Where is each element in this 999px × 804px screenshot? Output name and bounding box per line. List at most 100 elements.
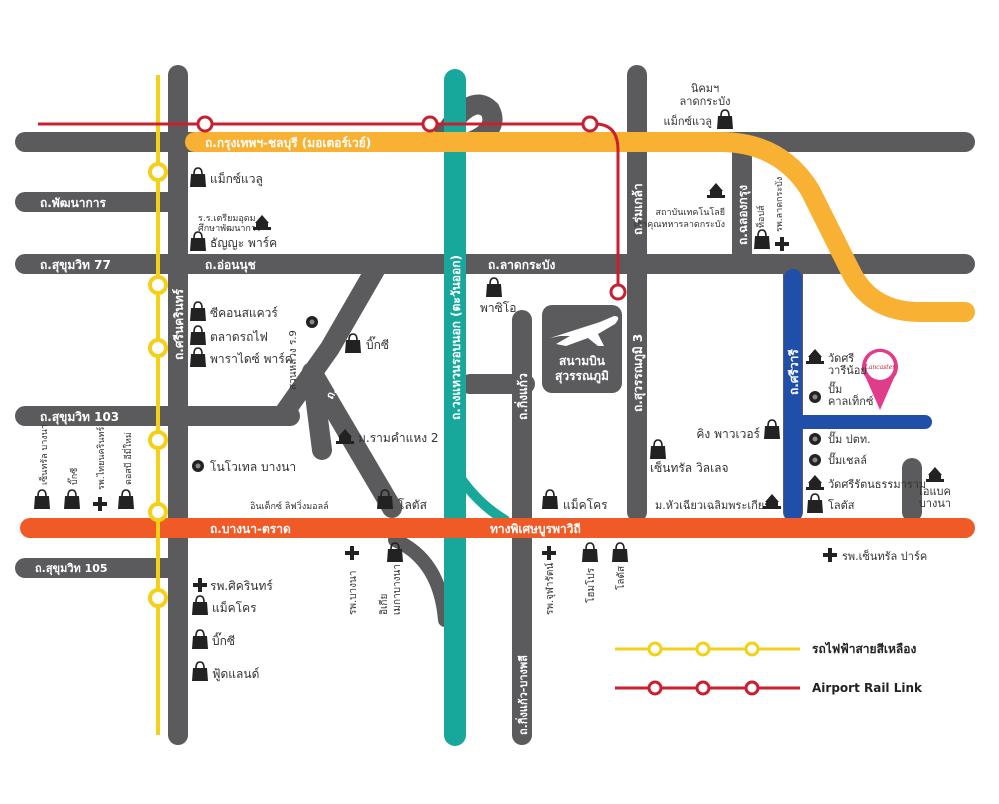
poi-central-bangna: เซ็นทรัล บางนา (37, 424, 50, 485)
bts-station (148, 502, 168, 522)
label-sriwara: ถ.ศรีวารี (787, 349, 801, 395)
legend-bts-label: รถไฟฟ้าสายสีเหลือง (812, 641, 916, 656)
hospital-icon (345, 546, 359, 560)
poi-ikea: อิเกีย (378, 594, 390, 615)
poi-lkb-hospital: รพ.ลาดกระบัง (775, 177, 785, 232)
shopping-bag-icon (485, 277, 503, 298)
poi-wari-noi: วารีน้อย (828, 364, 867, 377)
temple-icon (806, 349, 824, 364)
poi-school-1: ร.ร.เตรียมอุดม (198, 213, 256, 224)
poi-lotus-3: โลตัส (614, 566, 627, 590)
poi-lotus-2: โลตัส (828, 498, 855, 512)
bts-station (148, 162, 168, 182)
legend-bts-station (695, 641, 711, 657)
poi-caltex-2: คาลเท็กซ์ (828, 394, 874, 408)
shopping-bag-icon (649, 439, 667, 460)
hospital-icon (193, 578, 207, 592)
poi-maxvalu: แม็กซ์แวลู (210, 171, 263, 187)
poi-kmitl-1: สถาบันเทคโนโลยี (656, 207, 726, 218)
shopping-bag-icon (191, 661, 209, 682)
points-of-interest: นิคมฯ ลาดกระบัง แม็กซ์แวลู สถาบันเทคโนโล… (33, 82, 951, 682)
poi-abac-2: บางนา (919, 497, 951, 510)
poi-pasio: พาซิโอ (480, 301, 516, 315)
pump-icon (809, 433, 821, 445)
shopping-bag-icon (541, 489, 559, 510)
poi-srikarin: รพ.ศิครินทร์ (210, 579, 273, 593)
airport-label-2: สุวรรณภูมิ (555, 369, 609, 384)
poi-central-village: เซ็นทรัล วิลเลจ (650, 460, 729, 475)
label-phatthanakan: ถ.พัฒนาการ (40, 196, 107, 210)
pump-icon (306, 316, 318, 328)
poi-novotel: โนโวเทล บางนา (210, 460, 296, 474)
shopping-bag-icon (117, 489, 135, 510)
pump-icon (809, 454, 821, 466)
school-icon (707, 183, 725, 198)
project-logo-text: Lancaster (864, 364, 896, 371)
shopping-bag-icon (189, 301, 207, 322)
poi-ramkhamhaeng2: ม.รามคำแหง 2 (358, 431, 439, 445)
label-bangna-trad: ถ.บางนา-ตราด (210, 522, 291, 536)
poi-king-power: คิง พาวเวอร์ (696, 427, 760, 441)
shopping-bag-icon (806, 493, 824, 514)
project-location: Lancaster (862, 348, 898, 410)
road-chaloem-line (272, 260, 385, 426)
label-motorway: ถ.กรุงเทพฯ-ชลบุรี (มอเตอร์เวย์) (205, 136, 371, 151)
shopping-bag-icon (189, 167, 207, 188)
airplane-icon (550, 316, 619, 346)
hospital-icon (93, 497, 107, 511)
label-latkrabang: ถ.ลาดกระบัง (488, 258, 555, 272)
poi-school-2: ศึกษาพัฒนาการ (198, 223, 261, 234)
hospital-icon (542, 546, 556, 560)
poi-train-market: ตลาดรถไฟ (210, 330, 268, 344)
arl-station (421, 115, 439, 133)
airport-rail-link (38, 115, 627, 301)
poi-paradise: พาราไดซ์ พาร์ค (210, 352, 293, 366)
legend-arl-station (695, 680, 711, 696)
label-sukhumvit103: ถ.สุขุมวิท 103 (40, 410, 119, 425)
label-onnut: ถ.อ่อนนุช (205, 258, 256, 273)
bts-station (148, 430, 168, 450)
road-motorway (185, 132, 975, 322)
bts-station (148, 338, 168, 358)
poi-wat-srirat: วัดศรีรัตนธรรมาราม (828, 478, 926, 491)
shopping-bag-icon (763, 419, 781, 440)
label-burapha: ทางพิเศษบูรพาวิถี (490, 522, 581, 537)
poi-thai-nakarin: รพ.ไทยนครินทร์ (95, 427, 107, 490)
label-suanluang: สวนหลวง ร.9 (288, 330, 299, 390)
poi-shell: ปั๊มเชลล์ (828, 452, 867, 467)
label-suvarnabhumi3: ถ.สุวรรณภูมิ 3 (631, 334, 646, 412)
poi-homepro: โฮมโปร (584, 567, 597, 603)
legend-arl-station (744, 680, 760, 696)
shopping-bag-icon (63, 489, 81, 510)
poi-bangna-hosp: รพ.บางนา (348, 571, 359, 615)
hospital-icon (823, 548, 837, 562)
legend: รถไฟฟ้าสายสีเหลือง Airport Rail Link (615, 641, 923, 696)
shopping-bag-icon (191, 629, 209, 650)
road-suanluang-line (302, 362, 402, 518)
legend-bts-station (744, 641, 760, 657)
school-icon (926, 467, 944, 482)
project-logo (866, 352, 894, 380)
shopping-bag-icon (33, 489, 51, 510)
poi-nikom-label-2: ลาดกระบัง (680, 95, 731, 108)
shopping-bag-icon (189, 347, 207, 368)
poi-mega-bangna: เมกาบางนา (392, 564, 403, 615)
poi-nikom-label: นิคมฯ (691, 82, 719, 95)
poi-ikea-mega: ดอสบี อีมี่ใหม่ (121, 432, 134, 485)
poi-thanya: ธัญญะ พาร์ค (210, 236, 277, 250)
shopping-bag-icon (189, 325, 207, 346)
poi-chularat: รพ.จุฬารัตน์ (544, 563, 556, 615)
label-sukhumvit77: ถ.สุขุมวิท 77 (40, 258, 111, 273)
blue-road (784, 269, 932, 521)
label-kingkaew: ถ.กิ่งแก้ว (514, 373, 530, 420)
school-icon (253, 215, 271, 230)
label-kingkaew-bangphli: ถ.กิ่งแก้ว-บางพลี (515, 655, 530, 735)
shopping-bag-icon (753, 229, 771, 250)
poi-central-park: รพ.เซ็นทรัล ปาร์ค (842, 549, 927, 563)
airport-marker: สนามบิน สุวรรณภูมิ (542, 305, 622, 393)
shopping-bag-icon (189, 231, 207, 252)
bts-station (148, 588, 168, 608)
poi-wat-sri: วัดศรี (828, 352, 854, 365)
poi-bigc-2: บิ๊กซี (67, 468, 80, 485)
